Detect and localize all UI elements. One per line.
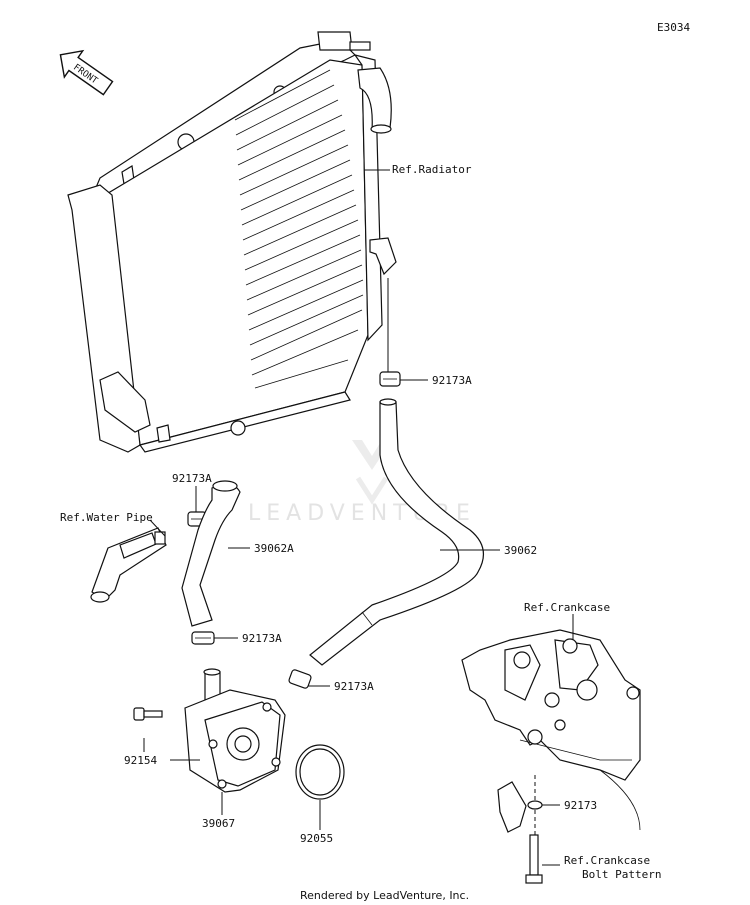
water-pipe (90, 527, 167, 603)
oil-cooler (184, 668, 286, 793)
o-ring (295, 744, 345, 800)
label-hose-short: 39062A (254, 542, 294, 555)
label-oil-cooler: 39067 (202, 817, 235, 830)
radiator (67, 31, 397, 453)
label-ref-radiator: Ref.Radiator (392, 163, 472, 176)
label-ref-crankcase: Ref.Crankcase (524, 601, 610, 614)
footer-credit: Rendered by LeadVenture, Inc. (300, 889, 469, 902)
label-o-ring: 92055 (300, 832, 333, 845)
radiator-fins (234, 69, 364, 389)
crankcase (461, 629, 641, 831)
label-clamp-top-right: 92173A (432, 374, 472, 387)
leader-lines (143, 169, 574, 866)
label-ref-crankcase-bolt-2: Bolt Pattern (582, 868, 661, 881)
front-arrow-icon: FRONT (59, 49, 114, 96)
diagram-code: E3034 (657, 21, 690, 34)
bolt-92154 (133, 707, 163, 721)
label-bolt: 92154 (124, 754, 157, 767)
label-clamp-mid-left: 92173A (242, 632, 282, 645)
label-ref-water-pipe: Ref.Water Pipe (60, 511, 153, 524)
hose-clamp-top-right (379, 371, 401, 387)
label-ref-crankcase-bolt-1: Ref.Crankcase (564, 854, 650, 867)
hose-clamp-92173 (497, 781, 543, 833)
label-clamp-top-left: 92173A (172, 472, 212, 485)
hose-clamp-mid-right (288, 669, 312, 689)
hose-39062 (309, 398, 485, 666)
crankcase-bolt (525, 834, 543, 884)
label-hose-long: 39062 (504, 544, 537, 557)
hose-clamp-mid-left (191, 631, 215, 645)
hose-39062a (181, 480, 241, 627)
label-clamp-mid-right: 92173A (334, 680, 374, 693)
label-clamp-crankcase: 92173 (564, 799, 597, 812)
